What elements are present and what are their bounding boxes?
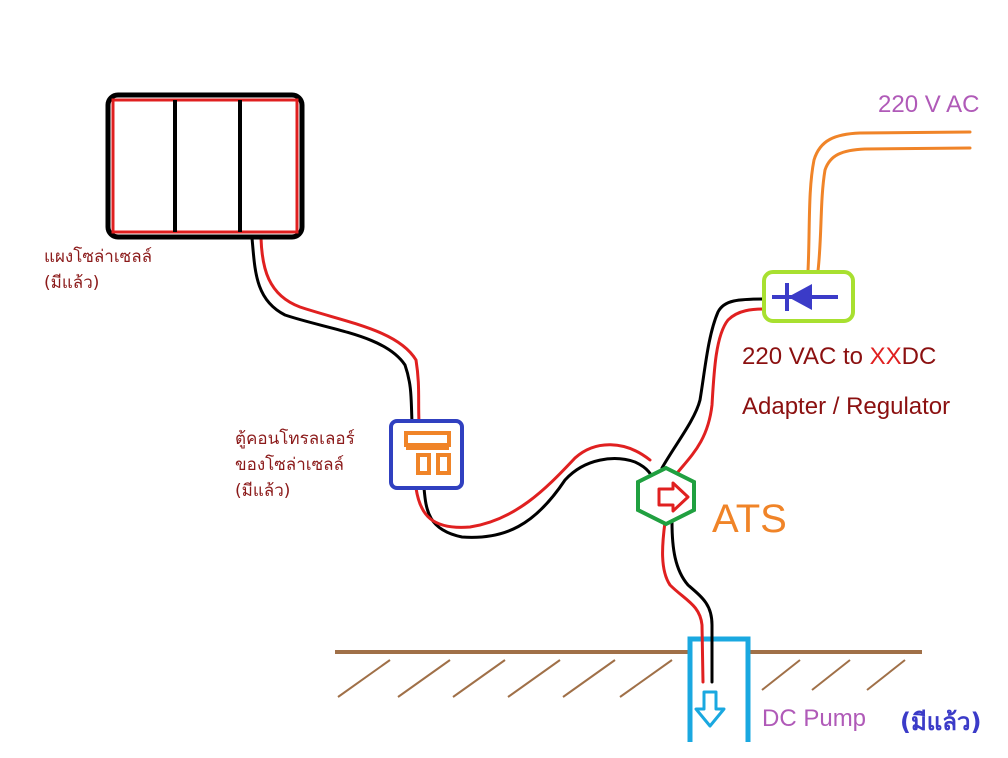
- wire-ats-to-pump: [661, 520, 714, 684]
- adapter-label-line-1: 220 VAC to XXDC: [742, 332, 950, 382]
- wire-ac-input: [806, 130, 972, 273]
- adapter-label-line-2: Adapter / Regulator: [742, 393, 951, 420]
- wire-controller-to-ats: [414, 443, 656, 539]
- solar-panel-label-line: แผงโซล่าเซลล์: [44, 247, 153, 267]
- down-arrow-icon: [694, 690, 726, 728]
- controller-status: (มีแล้ว): [235, 481, 291, 501]
- solar-panel-icon: [105, 92, 305, 240]
- ats-label: ATS: [712, 497, 787, 541]
- solar-panel-status: (มีแล้ว): [44, 273, 100, 293]
- controller-label-line-2: ของโซล่าเซลล์: [235, 455, 344, 475]
- diode-icon: [762, 270, 855, 323]
- ground: [335, 650, 922, 698]
- pump-status-label: (มีแล้ว): [900, 708, 982, 736]
- switch-arrow-icon: [636, 465, 696, 527]
- adapter-label-post: DC: [901, 343, 937, 370]
- solar-panel-label: แผงโซล่าเซลล์ (มีแล้ว): [44, 244, 152, 296]
- adapter-label-xx: XX: [869, 343, 902, 370]
- pump-label: DC Pump: [762, 705, 867, 732]
- controller-label-line-1: ตู้คอนโทรลเลอร์: [235, 429, 355, 449]
- controller-label: ตู้คอนโทรลเลอร์ ของโซล่าเซลล์ (มีแล้ว): [235, 426, 355, 504]
- wire-ats-to-adapter: [660, 297, 768, 474]
- adapter-label: 220 VAC to XXDC Adapter / Regulator: [742, 332, 950, 432]
- ac-source-label: 220 V AC: [878, 91, 980, 118]
- controller-box-icon: [389, 419, 464, 490]
- wire-panel-to-controller: [250, 236, 421, 424]
- adapter-label-pre: 220 VAC to: [742, 343, 870, 370]
- well-casing: [687, 636, 751, 742]
